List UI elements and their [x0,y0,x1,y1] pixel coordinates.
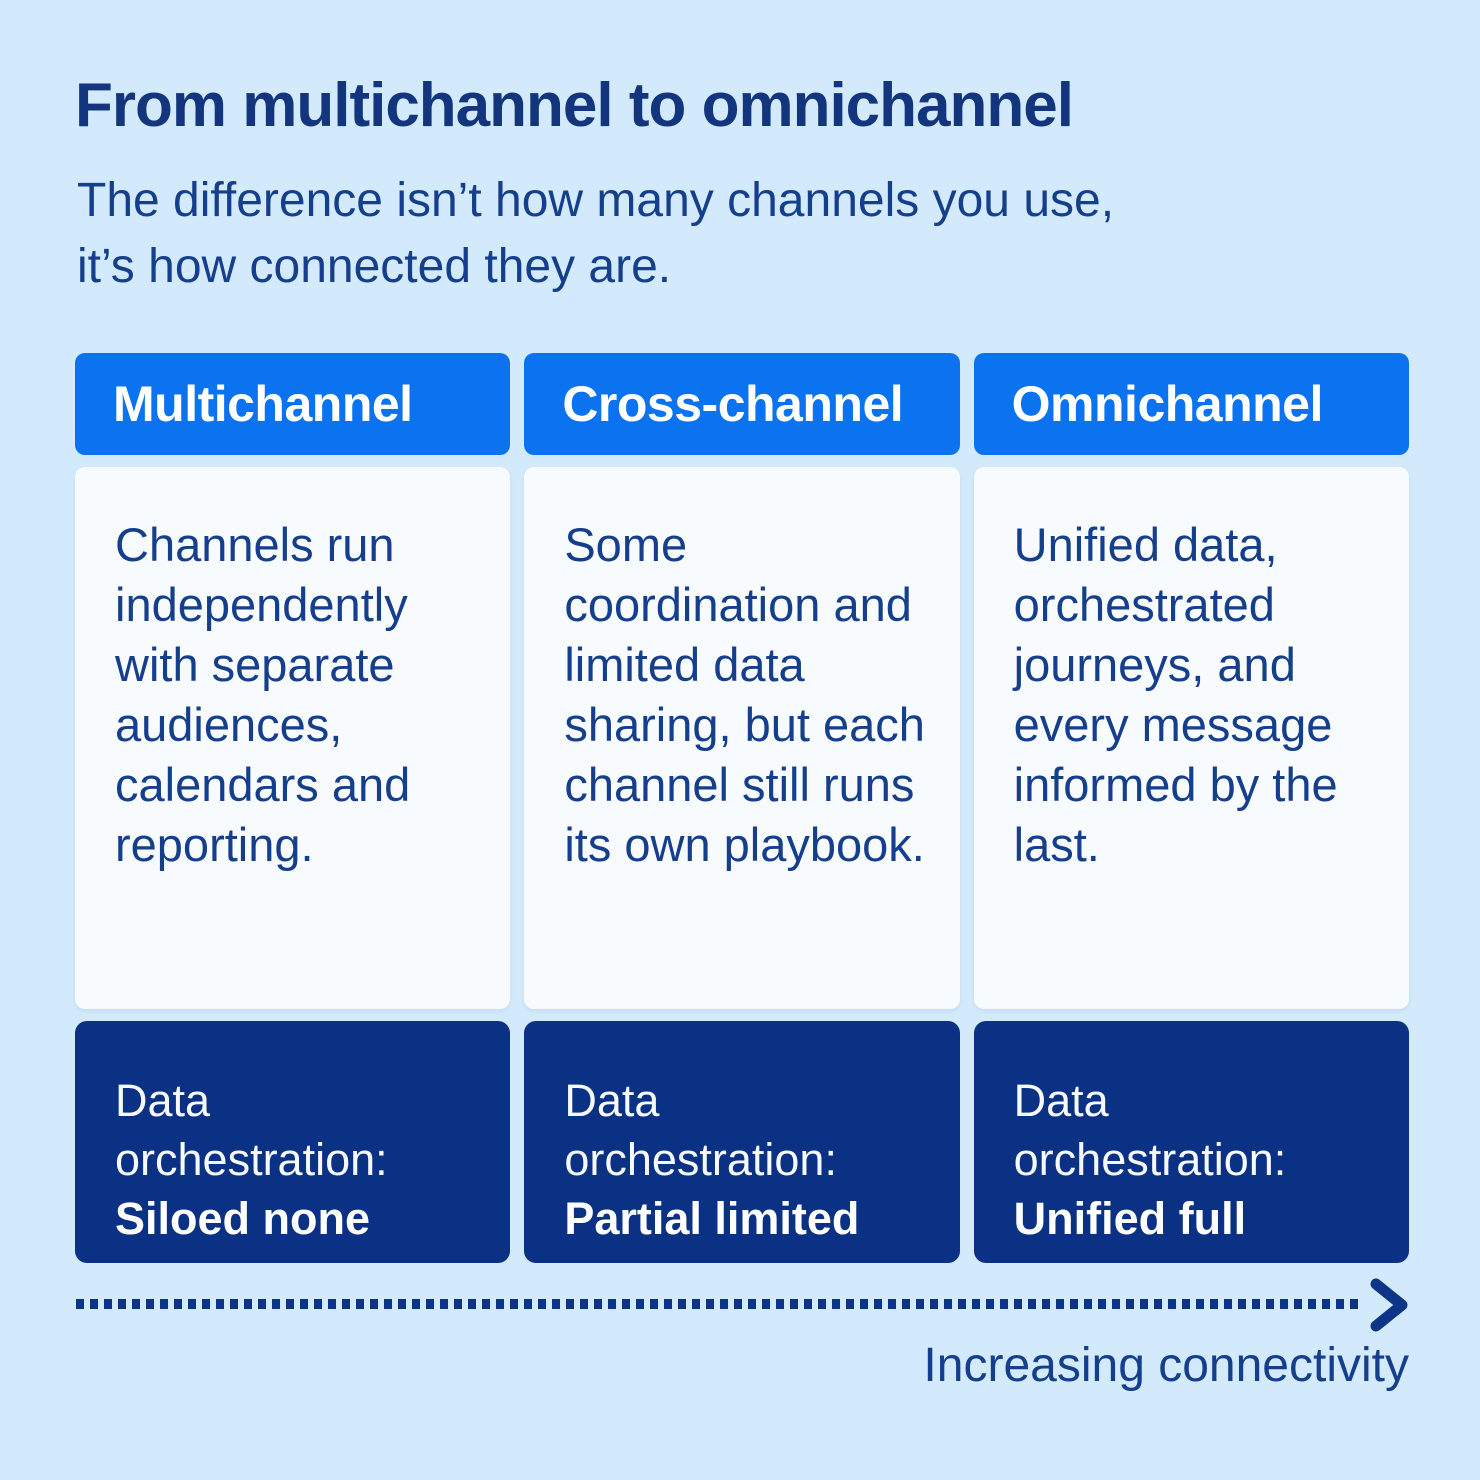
description-multichannel: Channels run independently with separate… [75,467,511,1009]
column-header-omnichannel: Omnichannel [973,353,1409,455]
column-header-label: Omnichannel [1011,376,1324,432]
description-cross-channel: Some coordination and limited data shari… [524,467,960,1009]
connectivity-axis-label: Increasing connectivity [923,1339,1409,1392]
orchestration-omnichannel: Data orchestration: Unified full [973,1021,1409,1263]
connectivity-axis-dotted-line [76,1299,1364,1309]
column-header-multichannel: Multichannel [75,353,511,455]
description-text: Channels run independently with separate… [115,518,411,871]
orchestration-multichannel: Data orchestration: Siloed none [75,1021,511,1263]
column-header-label: Multichannel [113,376,413,432]
description-omnichannel: Unified data, orchestrated journeys, and… [973,467,1409,1009]
orchestration-value: Siloed none [115,1193,371,1244]
orchestration-prefix: Data orchestration: [115,1075,388,1185]
column-header-cross-channel: Cross-channel [524,353,960,455]
orchestration-value: Partial limited [564,1193,860,1244]
page-title: From multichannel to omnichannel [75,71,1074,140]
orchestration-prefix: Data orchestration: [564,1075,837,1185]
column-header-label: Cross-channel [562,376,904,432]
description-text: Some coordination and limited data shari… [564,518,925,871]
comparison-table: Multichannel Cross-channel Omnichannel C… [75,353,1409,1263]
description-text: Unified data, orchestrated journeys, and… [1013,518,1338,871]
orchestration-value: Unified full [1013,1193,1247,1244]
right-arrow-icon [1370,1278,1408,1332]
orchestration-prefix: Data orchestration: [1013,1075,1287,1185]
orchestration-cross-channel: Data orchestration: Partial limited [524,1021,960,1263]
page-subtitle: The difference isn’t how many channels y… [77,174,1115,293]
